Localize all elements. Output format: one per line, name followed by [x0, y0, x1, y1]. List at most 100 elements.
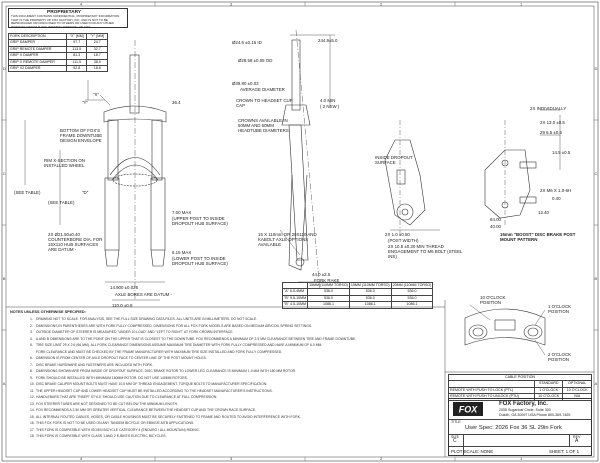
dim-64-label: 64.00	[490, 217, 501, 222]
divider	[449, 446, 592, 447]
table-row: GRIP DAMPER 97.7 24.7	[8, 39, 108, 47]
plot-scale-label: PLOT SCALE: NONE	[451, 448, 494, 454]
note-item: 8.DIMENSIONS SHOWN ARE FROM INSIDE OF DR…	[30, 369, 297, 373]
fork-table-header: "Y" [MM]	[86, 32, 108, 41]
note-item: FORK CLEARANCE AND MUST BE CHECKED BY TH…	[36, 349, 283, 354]
dim-124-label: 12.40	[538, 210, 549, 215]
company-address-1: 2055 Sugarloaf Circle, Suite 300	[499, 408, 551, 412]
front-view-drawing	[24, 40, 167, 301]
svg-text:D: D	[3, 66, 6, 71]
svg-text:FOX: FOX	[459, 405, 478, 415]
axle-table-header: 15MM (110MM TORSO)	[307, 281, 350, 290]
sheet-label: SHEET: 1 OF 1	[549, 448, 580, 454]
dim-29-label: 29 6.5 ±0.5	[540, 130, 562, 135]
notes-title: NOTES UNLESS OTHERWISE SPECIFIED:	[10, 310, 86, 314]
note-item: 16.THIS FOX FORK IS NOT TO BE USED ON AN…	[30, 421, 195, 425]
cable-table-title: CABLE POSITION	[448, 373, 592, 382]
dim-d-label: "D"	[82, 190, 89, 195]
post-mount-drawing	[384, 120, 440, 235]
svg-text:2: 2	[380, 456, 383, 461]
dim-615-label: 6.15 MAX	[172, 250, 192, 255]
steerer-id-label: Ø24.6 ±0.15 ID	[232, 40, 262, 45]
proprietary-title: PROPRIETARY	[47, 9, 82, 15]
note-item: 5.TIRE SIZE LIMIT 29 X 2.6 (66 MM). ALL …	[30, 343, 323, 347]
dim-7-note: (UPPER POST TO INSIDE DROPOUT HUB SURFAC…	[172, 216, 228, 226]
table-row: REMOTE WITH PUSH TO UNLOCK (PTU) 10 O'CL…	[448, 393, 592, 401]
note-item: 18.THIS FORK IS COMPATIBLE WITH CLASS 1 …	[30, 434, 167, 438]
note-item: 13.FOX STEERER TUBES ARE NOT DESIGNED TO…	[30, 401, 179, 406]
table-cell: 92.8	[65, 64, 88, 73]
fork-rake-label: FORK RAKE	[314, 278, 340, 283]
crown-race-label: Ø39.80 ±0.03	[232, 81, 259, 86]
title-block: FOX FOX Factory, Inc. 2055 Sugarloaf Cir…	[448, 398, 592, 456]
axle-bore-note: AXLE BORES ARE DATUM -	[115, 292, 173, 297]
counterbore-label: 2X Ø21.50±0.40 COUNTERBORE DIA. FOR 15X1…	[48, 232, 103, 252]
dim-145-label: 14.5 ±0.5	[552, 150, 571, 155]
table-cell: REMOTE WITH PUSH TO UNLOCK (PTU)	[448, 393, 535, 401]
note-item: 3.OUTSIDE DIAMETER OF STEERER IS MEASURE…	[30, 330, 234, 334]
see-table-label: (SEE TABLE)	[14, 190, 41, 195]
table-row: GRIP X DAMPER 81.3 18.7	[8, 52, 108, 60]
table-cell: GRIP X DAMPER	[8, 52, 67, 60]
company-name: FOX Factory, Inc.	[499, 401, 548, 407]
dim-40-label: 40.00	[490, 224, 501, 229]
dim-36-label: 36.4	[172, 100, 181, 105]
fork-table-header: FORK DESCRIPTION	[8, 32, 67, 41]
svg-text:C: C	[3, 171, 6, 176]
svg-text:1: 1	[520, 2, 523, 7]
fork-rake-dim: 44.0 ±2.5	[312, 272, 331, 277]
cable-position-table: CABLE POSITION STANDARD OPTIONAL REMOTE …	[448, 373, 592, 401]
company-address-2: Duluth, GA 30097 USA Phone 800-369-7469	[499, 412, 571, 417]
svg-text:B: B	[595, 276, 598, 281]
table-cell: GRIP X2 DAMPER	[8, 64, 67, 73]
confidential-text: THIS DOCUMENT CONTAINS CONFIDENTIAL, PRO…	[11, 14, 120, 29]
table-cell: "B" 4.5-10MM	[281, 301, 309, 309]
proprietary-box: PROPRIETARY THIS DOCUMENT CONTAINS CONFI…	[8, 8, 128, 28]
table-row: GRIP X REMOTE DAMPER 111.5 38.9	[8, 58, 108, 67]
cable-position-drawing	[464, 304, 546, 356]
svg-text:D: D	[595, 66, 598, 71]
table-cell: 536.0	[390, 288, 434, 296]
m6-tolerance-label: 0.40	[552, 196, 561, 201]
table-cell: 24.7	[86, 39, 108, 47]
inside-dropout-label: INSIDE DROPOUT SURFACE	[375, 155, 413, 165]
svg-text:2: 2	[380, 2, 383, 7]
fox-logo-icon: FOX	[453, 402, 483, 416]
cable-table-header: OPTIONAL	[562, 380, 592, 388]
table-row: GRIP REMOTE DAMPER 113.5 32.7	[8, 45, 108, 54]
dim-615-note: (LOWER POST TO INSIDE DROPOUT HUB SURFAC…	[172, 256, 228, 266]
post-mount-thread-label: 2X 10.5 ±0.30 MIN THREAD ENGAGEMENT TO M…	[388, 244, 463, 259]
ten-oclock-label: 10 O'CLOCK POSITION	[480, 295, 506, 305]
axle-table-header: 15MM (110MM TORSO)	[348, 281, 392, 290]
table-cell: N/A	[562, 393, 592, 401]
note-item: 7.DISC BRAKE HARDWARE AND FASTENERS ARE …	[30, 362, 154, 367]
note-item: 17.THIS FORK IS COMPATIBLE WITH ISO/EN B…	[30, 427, 200, 432]
table-row: "A" 6.5-4MM 536.0 536.0 536.0	[281, 288, 434, 296]
note-item: 10.DISC BRAKE CALIPER MOUNT BOLTS MUST H…	[30, 382, 268, 386]
dim-110-label: 110.0 ±0.8	[112, 303, 133, 308]
table-row: GRIP X2 DAMPER 92.8 18.8	[8, 64, 108, 73]
svg-text:A: A	[595, 381, 598, 386]
dim-x-label: "X"	[93, 92, 100, 97]
svg-text:A: A	[3, 381, 6, 386]
rev-value: A	[575, 438, 579, 444]
clearance-sub-label: ( 2 NEW )	[320, 104, 340, 109]
two-oclock-label: 2 O'CLOCK POSITION	[548, 352, 572, 362]
divider	[449, 434, 592, 435]
dim-7-label: 7.00 MAX	[172, 210, 192, 215]
fork-description-table: FORK DESCRIPTION "X" [MM] "Y" [MM] GRIP …	[8, 32, 108, 73]
steerer-od-label: Ø28.58 ±0.05 OD	[238, 58, 273, 63]
dim-13-label: 2X 13.0 ±0.5	[540, 120, 565, 125]
m6-thread-label: 2X M6 X 1.0-6H	[540, 188, 572, 193]
table-cell: 38.9	[86, 58, 108, 67]
individually-label: 2X INDIVIDUALLY	[530, 106, 567, 111]
svg-text:3: 3	[230, 2, 233, 7]
table-cell: GRIP X REMOTE DAMPER	[8, 58, 67, 67]
rev-label: REV	[573, 435, 581, 439]
note-item: 11.THE UPPER HEADSET CUP AND LOWER HEADS…	[30, 388, 273, 393]
table-cell: 1086.1	[390, 301, 434, 309]
svg-text:3: 3	[230, 456, 233, 461]
table-row: "B" 4.5-10MM 1086.1 1086.1 1086.1	[281, 301, 434, 309]
